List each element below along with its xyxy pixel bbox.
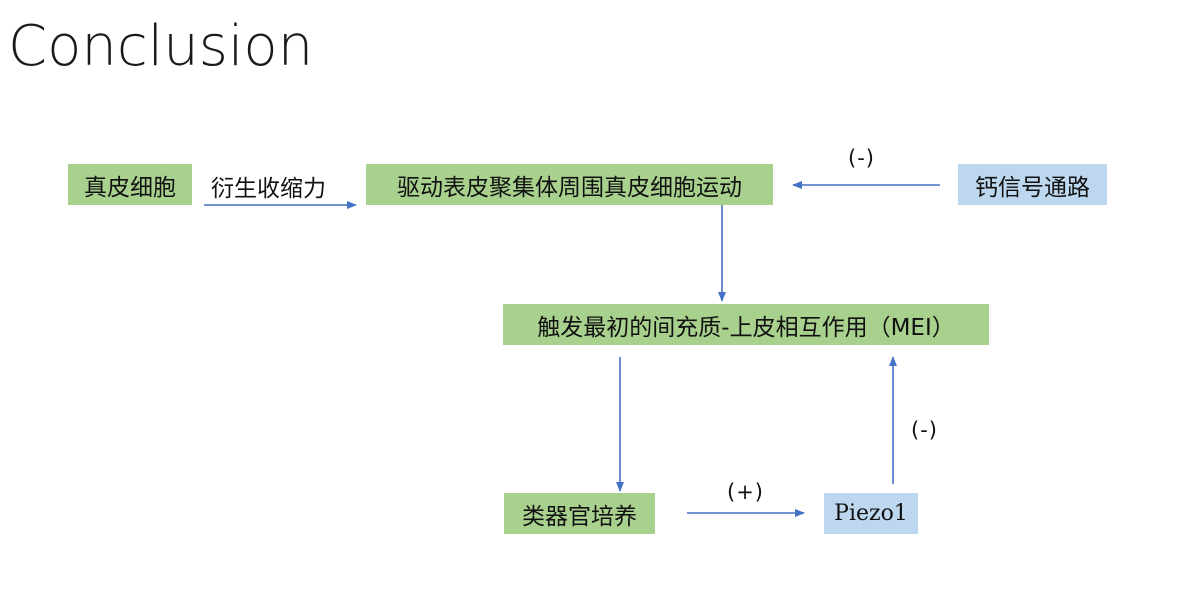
node-drive-dermal-movement: 驱动表皮聚集体周围真皮细胞运动 xyxy=(366,164,773,205)
node-calcium-signaling: 钙信号通路 xyxy=(958,164,1107,205)
slide-title: Conclusion xyxy=(8,14,314,79)
edge-label-calcium-inhibit: (-) xyxy=(848,146,875,170)
node-trigger-mei: 触发最初的间充质-上皮相互作用（MEI） xyxy=(503,304,989,345)
edge-label-organoid-promote: (+) xyxy=(727,480,764,504)
edge-label-derived-contraction: 衍生收缩力 xyxy=(211,176,326,202)
edge-label-piezo-inhibit: (-) xyxy=(911,418,938,442)
node-organoid-culture: 类器官培养 xyxy=(504,493,655,534)
node-piezo1: Piezo1 xyxy=(824,493,918,534)
node-dermal-cells: 真皮细胞 xyxy=(68,164,192,205)
